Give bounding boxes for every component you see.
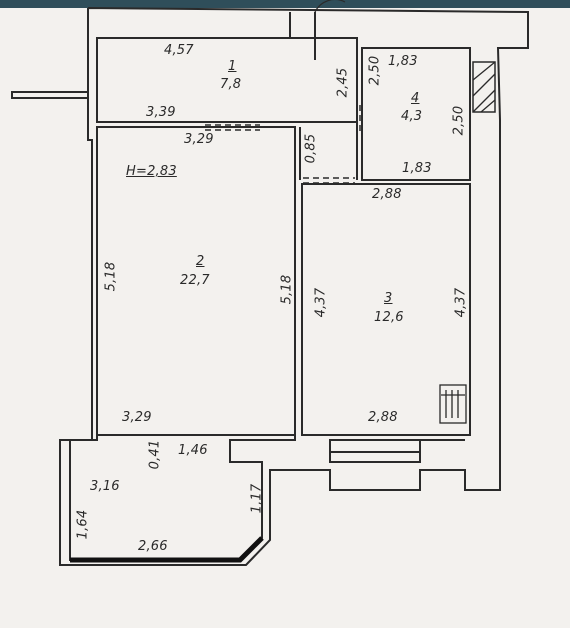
dim-balc-bottom: 2,66 [138,539,168,554]
vent-shaft [472,61,496,113]
room-2-walls [96,126,296,436]
room-4-area: 4,3 [401,109,423,124]
room-3-walls [301,183,471,436]
dim-r1-right: 2,45 [335,67,351,98]
entry-door-swing [314,0,346,13]
dim-r3-left: 4,37 [313,287,329,318]
dim-r4-bottom: 1,83 [402,161,432,176]
room-3-area: 12,6 [374,310,404,325]
dim-r2-right: 5,18 [279,274,295,305]
dim-r4-left: 2,50 [367,55,383,86]
room-4-walls [361,47,471,181]
dim-balc-top: 3,16 [90,479,120,494]
dim-balc-right: 1,17 [249,483,265,514]
dim-r4-right: 2,50 [451,105,467,136]
dim-r2-left: 5,18 [103,261,119,292]
room-3-number: 3 [384,291,393,306]
room-1-area: 7,8 [220,77,242,92]
dim-r3-right: 4,37 [453,287,469,318]
dim-r1-top: 4,57 [164,43,194,58]
top-frame-band [0,0,570,8]
dim-r2-top: 3,29 [184,132,214,147]
dim-r3-top: 2,88 [372,187,402,202]
dim-hall-gap: 0,85 [303,133,319,164]
dim-r3-bottom: 2,88 [368,410,398,425]
dim-balc-step-w: 1,46 [178,443,208,458]
dim-r1-bottom: 3,39 [146,105,176,120]
room-1-walls [96,37,358,123]
room-2-number: 2 [196,254,205,269]
room-2-area: 22,7 [180,273,210,288]
dim-r2-bottom: 3,29 [122,410,152,425]
ceiling-height-label: H=2,83 [126,164,177,179]
room-4-number: 4 [411,91,420,106]
dim-balc-left: 1,64 [75,509,91,540]
room-1-number: 1 [228,59,237,74]
radiator-icon [439,384,467,424]
outer-wall [11,7,529,566]
dim-balc-step: 0,41 [147,439,163,470]
dim-r4-top: 1,83 [388,54,418,69]
